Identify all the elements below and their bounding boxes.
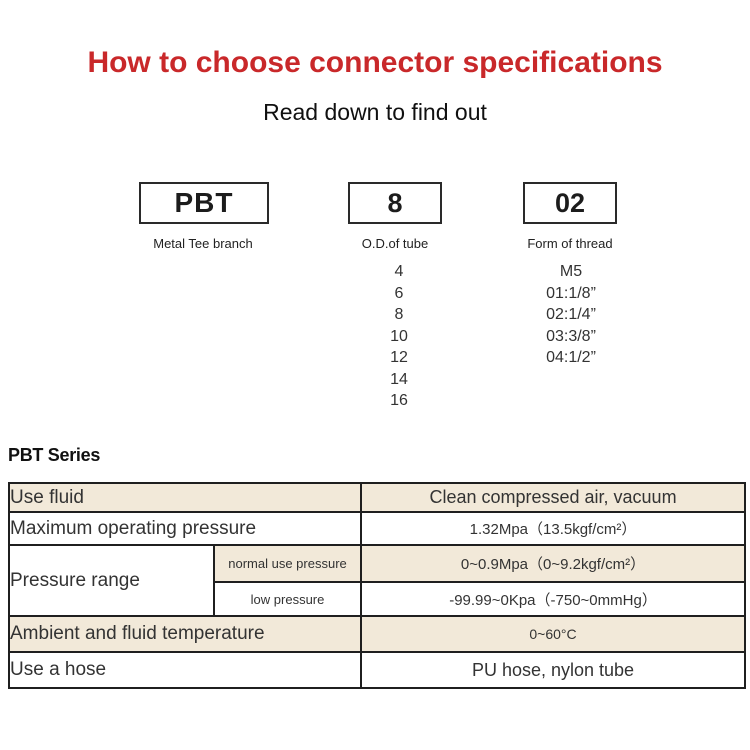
tube-od-options: 4 6 8 10 12 14 16 <box>339 261 459 412</box>
code-box-thread: 02 <box>523 182 617 224</box>
page-title: How to choose connector specifications <box>87 46 663 79</box>
code-box-tube-od: 8 <box>348 182 442 224</box>
tube-od-option: 16 <box>390 392 408 409</box>
page-subtitle: Read down to find out <box>263 99 487 125</box>
spec-table: Use fluid Clean compressed air, vacuum M… <box>7 482 747 689</box>
tube-od-option: 12 <box>390 349 408 366</box>
code-box-thread-text: 02 <box>554 187 586 218</box>
code-box-thread-label: Form of thread <box>527 236 613 251</box>
row-label-max-pressure: Maximum operating pressure <box>7 511 363 546</box>
row-label-hose: Use a hose <box>7 651 363 689</box>
tube-od-option: 8 <box>394 306 404 323</box>
row-value-temperature: 0~60°C <box>360 615 747 653</box>
row-value-use-fluid: Clean compressed air, vacuum <box>360 482 747 513</box>
code-box-series-text: PBT <box>174 187 234 218</box>
code-box-tube-od-text: 8 <box>387 187 403 218</box>
thread-option: 04:1/2” <box>546 349 596 366</box>
table-row: Maximum operating pressure 1.32Mpa（13.5k… <box>7 511 747 546</box>
tube-od-option: 6 <box>394 284 404 302</box>
row-label-temperature: Ambient and fluid temperature <box>7 615 363 653</box>
series-heading: PBT Series <box>8 445 101 465</box>
row-value-max-pressure: 1.32Mpa（13.5kgf/cm²） <box>360 511 747 546</box>
tube-od-option: 4 <box>394 263 404 280</box>
table-row: Use fluid Clean compressed air, vacuum <box>7 482 747 513</box>
sub-label-normal-pressure: normal use pressure <box>212 544 363 583</box>
table-row: Ambient and fluid temperature 0~60°C <box>7 615 747 653</box>
tube-od-option: 10 <box>390 327 408 345</box>
row-value-low-pressure: -99.99~0Kpa（-750~0mmHg） <box>360 581 747 617</box>
row-value-normal-pressure: 0~0.9Mpa（0~9.2kgf/cm²） <box>360 544 747 583</box>
code-box-series-label: Metal Tee branch <box>153 236 253 251</box>
sub-label-low-pressure: low pressure <box>212 581 363 617</box>
table-row: Use a hose PU hose, nylon tube <box>7 651 747 689</box>
table-row: Pressure range normal use pressure 0~0.9… <box>8 544 747 617</box>
thread-option: M5 <box>559 263 583 280</box>
thread-option: 02:1/4” <box>546 306 596 323</box>
row-value-hose: PU hose, nylon tube <box>360 651 747 689</box>
thread-option: 01:1/8” <box>546 284 596 302</box>
tube-od-option: 14 <box>390 370 408 388</box>
table-row: low pressure -99.99~0Kpa（-750~0mmHg） <box>9 581 747 617</box>
code-box-tube-od-label: O.D.of tube <box>361 236 429 251</box>
code-box-series: PBT <box>139 182 269 224</box>
thread-option: 03:3/8” <box>546 327 596 345</box>
row-label-pressure-range: Pressure range <box>8 544 215 617</box>
row-label-use-fluid: Use fluid <box>7 482 363 513</box>
thread-options: M5 01:1/8” 02:1/4” 03:3/8” 04:1/2” <box>511 261 631 369</box>
